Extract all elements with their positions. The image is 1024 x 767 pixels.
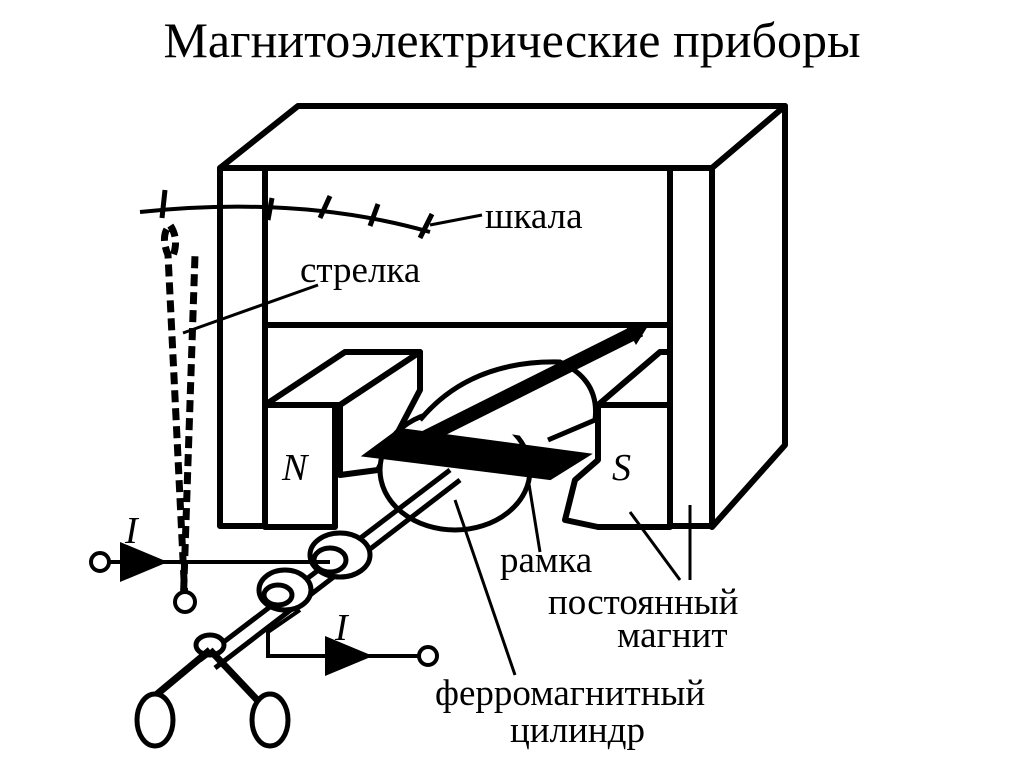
magnet-right-face	[709, 103, 788, 530]
terminal-in	[89, 551, 111, 573]
label-current-in: I	[124, 510, 140, 552]
scale-arc	[139, 204, 431, 234]
label-pole-south: S	[612, 447, 631, 489]
pole-shoe-south-top	[595, 349, 673, 408]
label-frame: рамка	[500, 540, 592, 581]
label-current-out: I	[334, 607, 350, 649]
pointer-arm	[406, 323, 644, 452]
pole-shoe-south	[562, 402, 673, 530]
label-ferro-cylinder-1: ферромагнитный	[435, 673, 705, 714]
magnet-top-face	[217, 103, 788, 171]
label-pole-north: N	[281, 447, 310, 489]
label-pointer: стрелка	[300, 250, 420, 291]
label-permanent-magnet-2: магнит	[617, 615, 728, 656]
magnet-right-leg	[667, 165, 715, 529]
page-title: Магнитоэлектрические приборы	[163, 12, 861, 68]
pointer-dashed	[161, 219, 189, 601]
balance-weight	[134, 691, 176, 749]
magnet-left-leg	[217, 165, 268, 529]
label-scale: шкала	[485, 196, 583, 237]
terminal-out	[417, 645, 439, 667]
magnet-yoke	[262, 165, 673, 328]
label-permanent-magnet-1: постоянный	[548, 582, 738, 623]
label-ferro-cylinder-2: цилиндр	[510, 710, 645, 751]
